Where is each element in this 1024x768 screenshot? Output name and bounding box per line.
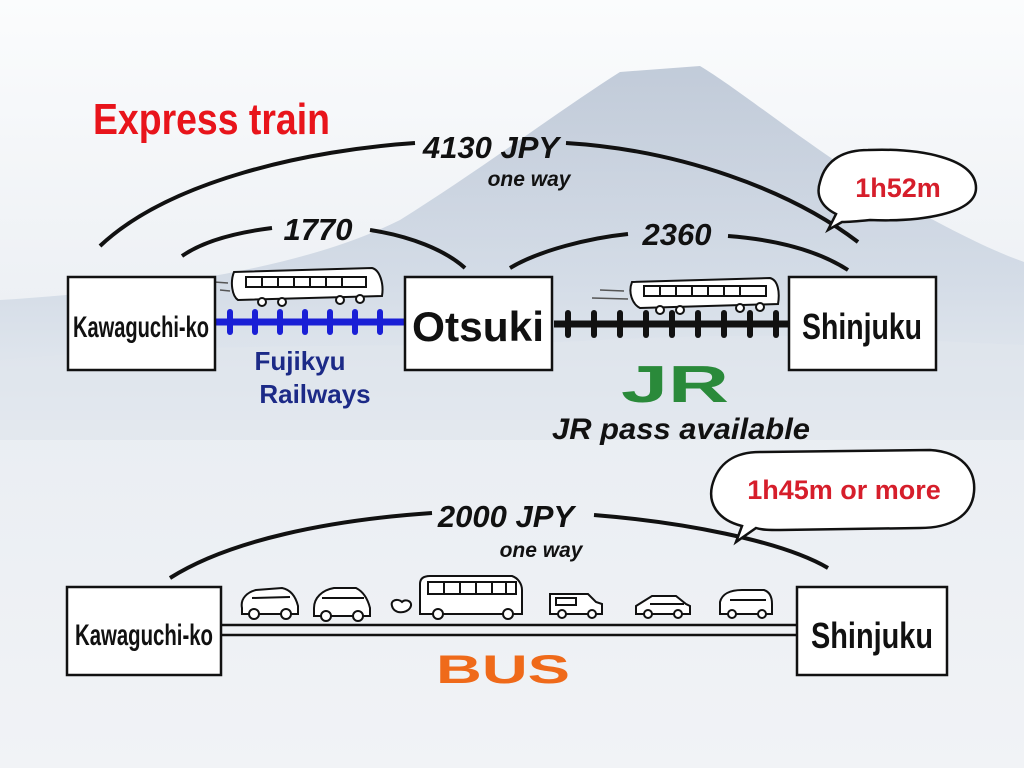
station-label: Kawaguchi-ko [73, 311, 209, 344]
train-icon-fujikyu [213, 266, 384, 307]
segment1-arc-left [180, 226, 273, 258]
train-icon-jr [591, 276, 780, 315]
station-box-kawaguchiko-bus: Kawaguchi-ko [65, 585, 223, 677]
car-icon [635, 595, 691, 619]
fujikyu-label-line1: Fujikyu [254, 346, 345, 376]
bus-duration-bubble: 1h45m or more [709, 448, 976, 546]
bus-fare-note: one way [500, 539, 584, 562]
bus-icon [419, 575, 523, 620]
station-box-shinjuku-bus: Shinjuku [795, 585, 949, 677]
station-label: Kawaguchi-ko [75, 619, 213, 652]
car-icon [240, 586, 299, 620]
express-train-title: Express train [93, 94, 330, 144]
fujikyu-label-line2: Railways [259, 379, 370, 409]
bus-duration-text: 1h45m or more [747, 475, 941, 505]
bus-fare-arc-right [593, 513, 830, 570]
segment1-fare: 1770 [284, 212, 353, 247]
bus-fare-label: 2000 JPY [437, 499, 577, 534]
segment1-arc-right [369, 228, 467, 270]
total-fare-label: 4130 JPY [422, 130, 562, 165]
exhaust-icon [390, 598, 412, 614]
jr-railway-line [554, 310, 790, 338]
bus-road [222, 623, 800, 637]
express-duration-bubble: 1h52m [817, 148, 978, 234]
segment2-arc-left [508, 232, 629, 270]
total-fare-note: one way [488, 168, 572, 191]
minivan-icon [719, 589, 773, 619]
jr-logo: JR [621, 356, 729, 414]
bus-fare-arc-left [168, 511, 433, 580]
car-icon [313, 587, 371, 622]
express-duration-text: 1h52m [855, 173, 941, 203]
bus-label: BUS [436, 648, 570, 692]
total-fare-arc-right [565, 141, 860, 244]
fujikyu-railway-line [216, 309, 404, 335]
van-icon [549, 593, 603, 619]
station-label: Shinjuku [811, 615, 933, 656]
station-box-otsuki: Otsuki [403, 275, 554, 372]
station-box-shinjuku-express: Shinjuku [787, 275, 938, 372]
segment2-arc-right [727, 234, 850, 272]
total-fare-arc [98, 141, 416, 248]
jr-pass-note: JR pass available [552, 413, 810, 446]
station-label: Shinjuku [802, 306, 922, 347]
station-box-kawaguchiko-express: Kawaguchi-ko [66, 275, 217, 372]
segment2-fare: 2360 [642, 217, 712, 252]
station-label: Otsuki [412, 303, 544, 350]
